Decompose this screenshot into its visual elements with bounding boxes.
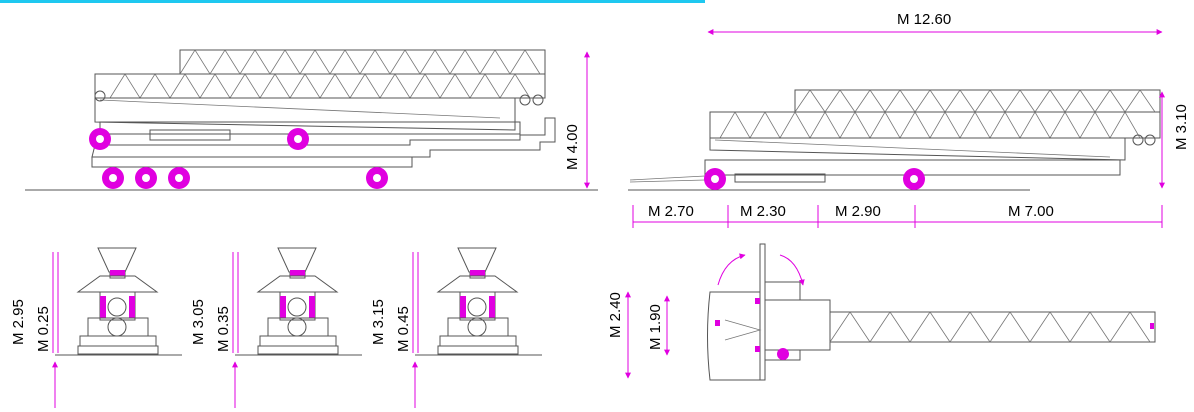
- main-beam: [94, 90, 544, 141]
- front-clearance-label: M 0.45: [395, 306, 412, 352]
- folded-height-label: M 4.00: [564, 124, 581, 170]
- front-view: M 3.15 M 0.45: [370, 247, 542, 408]
- segment-label-3: M 2.90: [835, 203, 881, 220]
- side-view-folded: M 4.00: [25, 49, 598, 191]
- front-clearance-label: M 0.35: [215, 306, 232, 352]
- front-view: M 3.05 M 0.35: [190, 247, 362, 408]
- working-chassis: [629, 159, 1121, 183]
- segment-label-2: M 2.30: [740, 203, 786, 220]
- front-total-label: M 3.15: [370, 299, 387, 345]
- upper-truss: [94, 49, 546, 99]
- top-accent-bar: [0, 0, 705, 3]
- segment-dimensions: M 2.70 M 2.30 M 2.90 M 7.00: [632, 203, 1163, 228]
- working-truss: [709, 89, 1161, 161]
- front-total-label: M 3.05: [190, 299, 207, 345]
- front-total-label: M 2.95: [10, 299, 27, 345]
- top-width-label: M 2.40: [607, 292, 624, 338]
- front-clearance-label: M 0.25: [35, 306, 52, 352]
- top-body: [707, 291, 761, 381]
- chassis: [91, 117, 556, 168]
- rotation-arrow-left: [717, 253, 746, 286]
- rotation-arrow-right: [779, 254, 805, 286]
- front-views: M 2.95 M 0.25 M 3.05 M 0.35: [10, 247, 542, 408]
- wheel-top: [777, 348, 789, 360]
- front-view: M 2.95 M 0.25: [10, 247, 182, 408]
- working-height-label: M 3.10: [1173, 104, 1190, 150]
- side-view-working: M 12.60 M 3.10 M: [628, 11, 1190, 228]
- segment-label-4: M 7.00: [1008, 203, 1054, 220]
- segment-label-1: M 2.70: [648, 203, 694, 220]
- top-view: M 2.40 M 1.90: [607, 243, 1156, 381]
- wheels-folded: [89, 128, 388, 189]
- overall-length-label: M 12.60: [897, 11, 951, 28]
- top-inner-label: M 1.90: [647, 304, 664, 350]
